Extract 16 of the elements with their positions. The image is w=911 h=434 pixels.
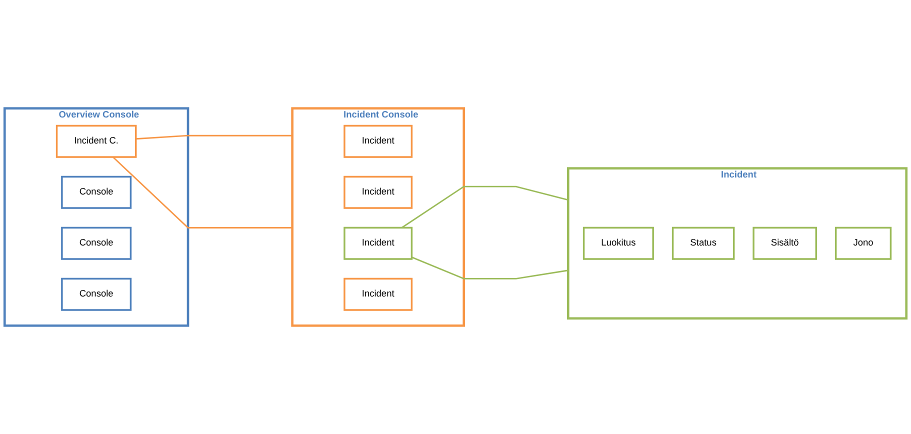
node-box: Status (672, 226, 735, 260)
node-box: Console (61, 226, 132, 260)
node-box: Sisältö (752, 226, 818, 260)
node-box: Incident C. (56, 124, 137, 158)
connector (411, 256, 568, 280)
connector (401, 186, 568, 228)
connector (112, 156, 292, 228)
node-box: Incident (344, 278, 413, 311)
node-box: Incident (344, 226, 413, 260)
node-box: Console (61, 176, 132, 209)
node-box: Console (61, 278, 132, 311)
node-box: Incident (344, 124, 413, 158)
node-box: Luokitus (582, 226, 654, 260)
node-box: Jono (834, 226, 892, 260)
connector (136, 134, 292, 140)
node-box: Incident (344, 176, 413, 209)
